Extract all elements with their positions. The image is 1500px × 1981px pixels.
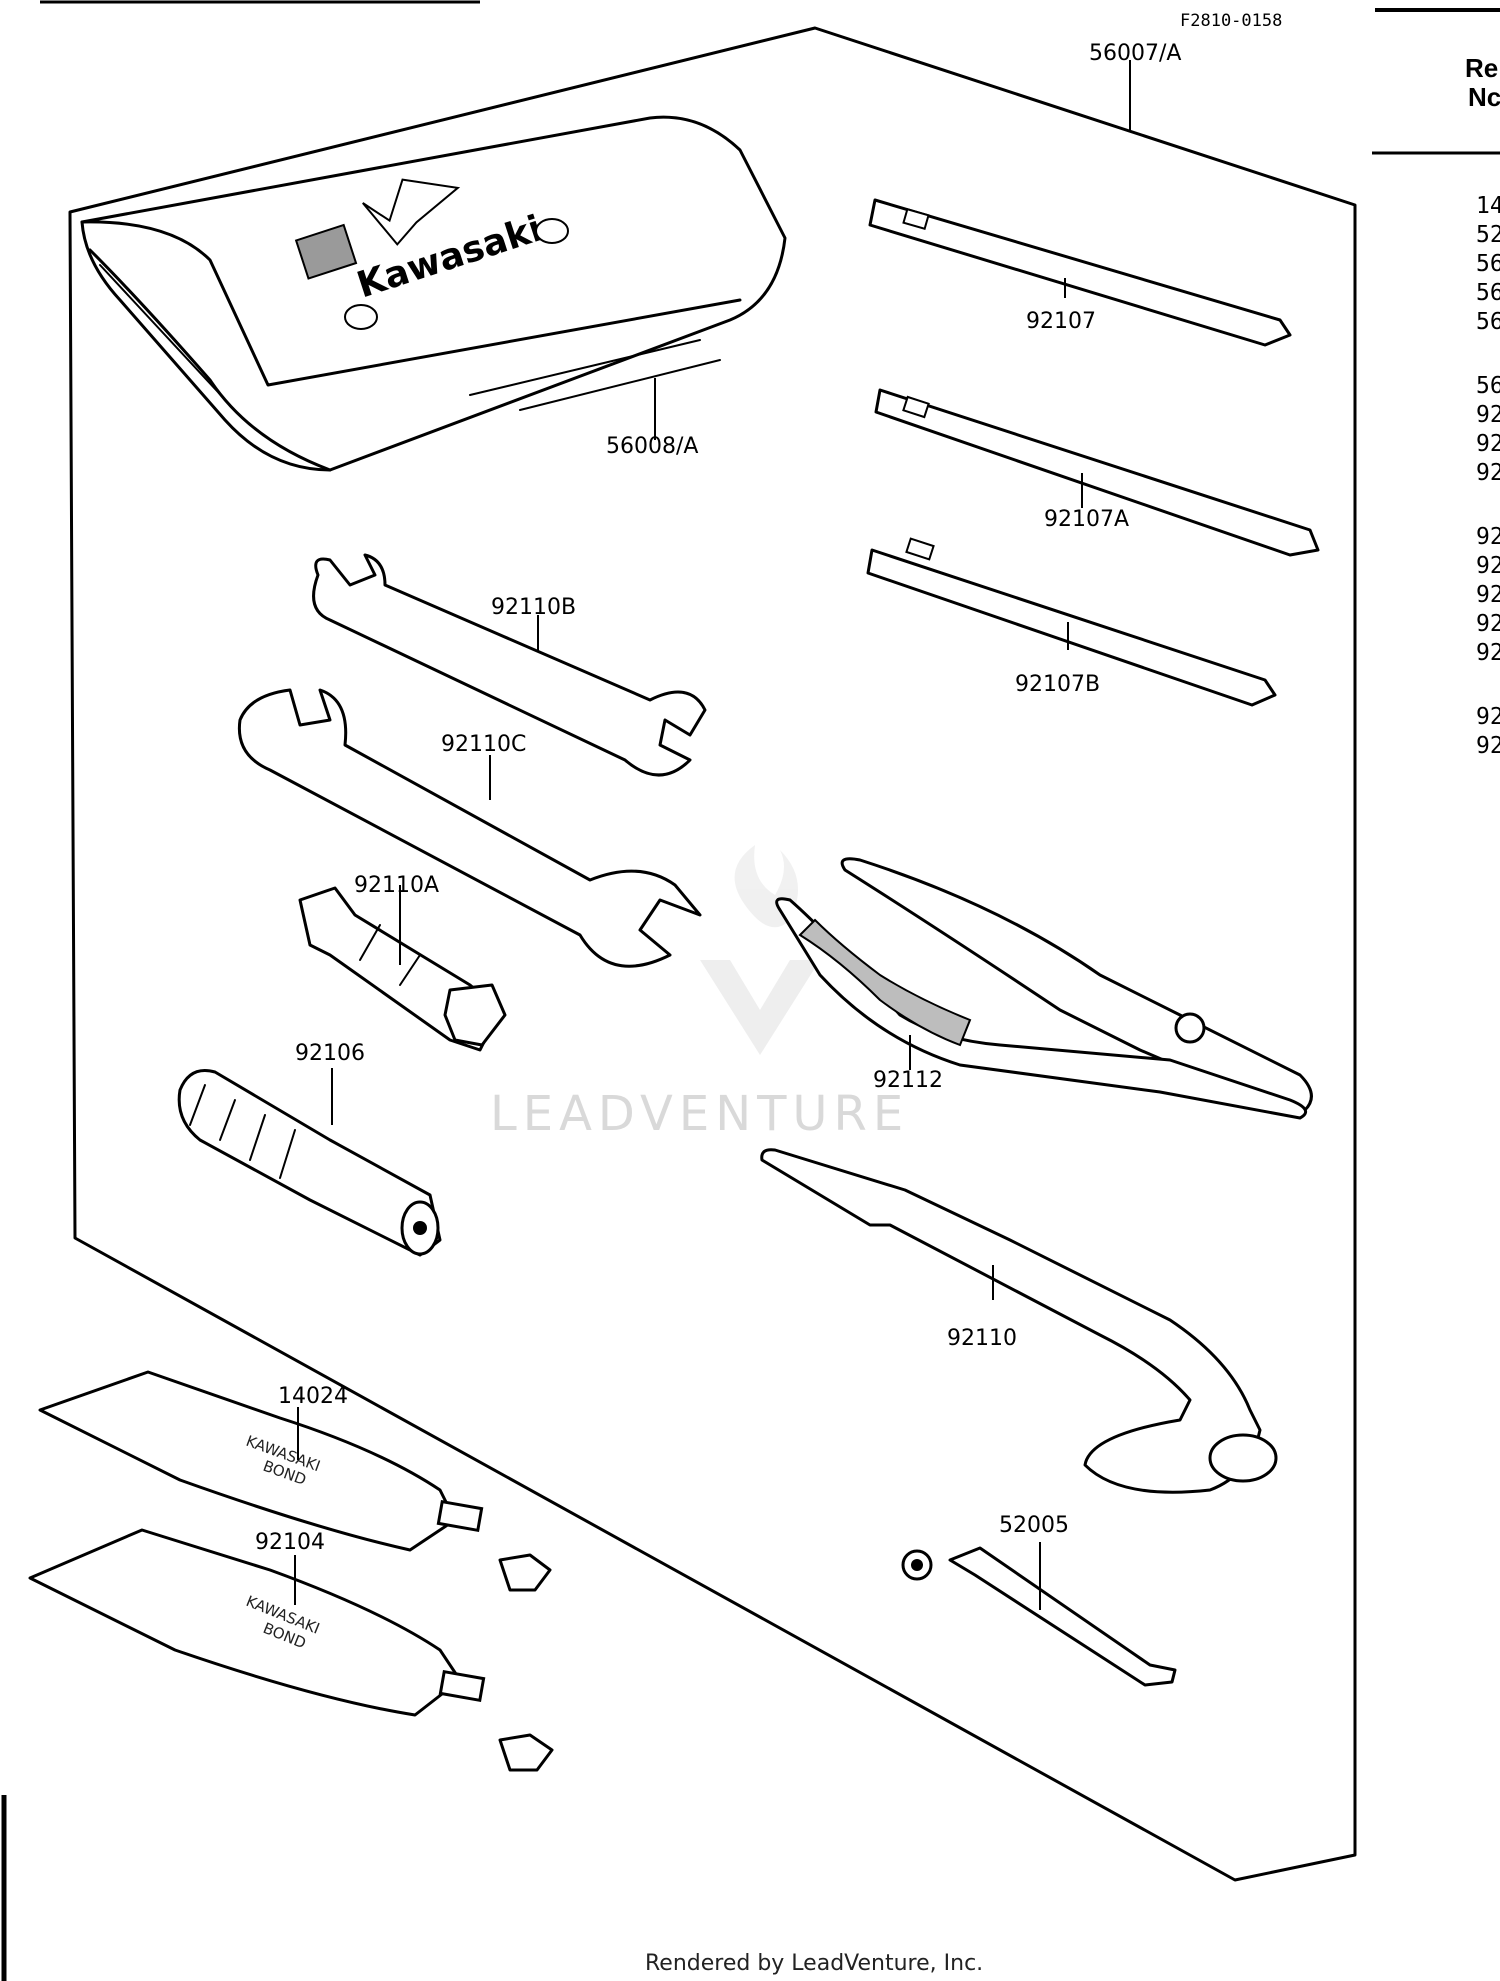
- footer-credit: Rendered by LeadVenture, Inc.: [645, 1951, 983, 1976]
- right-number-item: 92: [1476, 402, 1500, 428]
- right-number-list: 14 52 56 56 56 56 92 92 92 92 92 92 92 92 92 92: [1476, 193, 1500, 759]
- bond-tube-1-icon: KAWASAKI BOND: [38, 1370, 552, 1592]
- right-number-item: 92: [1476, 733, 1500, 759]
- plug-wrench-icon: [298, 886, 507, 1052]
- right-number-item: 92: [1476, 460, 1500, 486]
- tire-gauge-icon: [901, 1546, 1177, 1687]
- label-92107a: 92107A: [1044, 507, 1129, 532]
- right-number-item: 92: [1476, 431, 1500, 457]
- right-number-item: 92: [1476, 524, 1500, 550]
- screwdriver-flat-icon: [874, 388, 1320, 557]
- figure-code: F2810-0158: [1180, 11, 1282, 31]
- right-header-line-1: Re: [1465, 53, 1498, 83]
- open-wrench-b-icon: [312, 553, 707, 777]
- label-92110a: 92110A: [354, 873, 439, 898]
- right-number-item: 56: [1476, 309, 1500, 335]
- label-92110b: 92110B: [491, 595, 576, 620]
- right-number-item: 52: [1476, 222, 1500, 248]
- tool-pouch-icon: Kawasaki: [80, 115, 787, 472]
- ring-wrench-icon: [760, 1148, 1278, 1494]
- label-92110c: 92110C: [441, 732, 526, 757]
- label-92112: 92112: [873, 1068, 943, 1093]
- handle-icon: [177, 1069, 442, 1257]
- screwdriver-b-icon: [866, 537, 1277, 707]
- bond-tube-2-icon: KAWASAKI BOND: [28, 1528, 554, 1772]
- label-52005: 52005: [999, 1513, 1069, 1538]
- right-number-item: 56: [1476, 373, 1500, 399]
- label-14024: 14024: [278, 1384, 348, 1409]
- right-number-item: 14: [1476, 193, 1500, 219]
- right-number-item: 56: [1476, 251, 1500, 277]
- watermark-logo-icon: [700, 845, 820, 1055]
- right-number-item: 92: [1476, 704, 1500, 730]
- right-number-item: 92: [1476, 611, 1500, 637]
- pliers-icon: [775, 857, 1313, 1120]
- label-56007-a: 56007/A: [1089, 41, 1181, 66]
- right-number-item: 56: [1476, 280, 1500, 306]
- right-number-item: 92: [1476, 640, 1500, 666]
- right-number-item: 92: [1476, 582, 1500, 608]
- label-92106: 92106: [295, 1041, 365, 1066]
- right-number-item: 92: [1476, 553, 1500, 579]
- label-56008-a: 56008/A: [606, 434, 698, 459]
- kit-outline: [68, 26, 1357, 1882]
- screwdriver-phillips-icon: [868, 198, 1292, 347]
- watermark-text: LEADVENTURE: [490, 1086, 909, 1142]
- label-92107b: 92107B: [1015, 672, 1100, 697]
- open-wrench-c-icon: [237, 688, 702, 968]
- right-header-line-2: Nc: [1468, 82, 1500, 112]
- label-92110: 92110: [947, 1326, 1017, 1351]
- label-92104: 92104: [255, 1530, 325, 1555]
- label-92107: 92107: [1026, 309, 1096, 334]
